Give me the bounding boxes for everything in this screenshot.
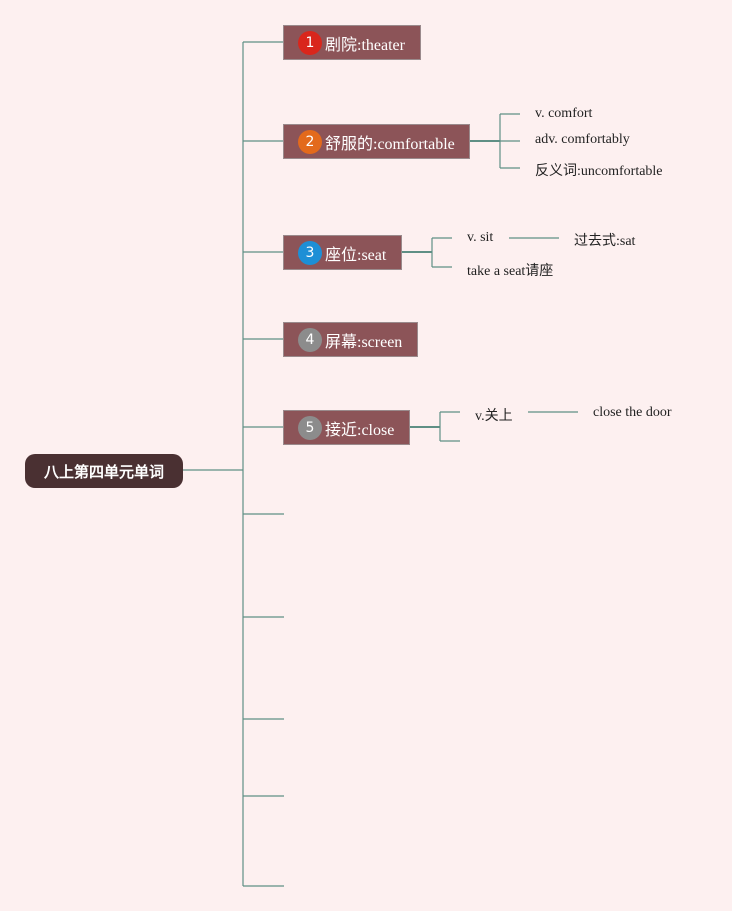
topic-close[interactable]: 5 接近:close: [283, 410, 410, 445]
leaf-v-sit[interactable]: v. sit: [467, 230, 494, 245]
number-4-icon: 4: [298, 327, 322, 352]
number-5-icon: 5: [298, 415, 322, 440]
topic-theater[interactable]: 1 剧院:theater: [283, 25, 421, 60]
topic-label: 舒服的:comfortable: [325, 135, 455, 153]
topic-label: 剧院:theater: [325, 36, 405, 54]
leaf-close-the-door[interactable]: close the door: [593, 405, 672, 420]
leaf-take-a-seat[interactable]: take a seat请座: [467, 264, 554, 279]
leaf-antonym-uncomfortable[interactable]: 反义词:uncomfortable: [535, 164, 663, 179]
leaf-adv-comfortably[interactable]: adv. comfortably: [535, 132, 630, 147]
topic-label: 座位:seat: [325, 246, 387, 264]
number-1-icon: 1: [298, 30, 322, 55]
root-node[interactable]: 八上第四单元单词: [25, 454, 183, 488]
number-3-icon: 3: [298, 240, 322, 265]
leaf-v-comfort[interactable]: v. comfort: [535, 106, 593, 121]
topic-screen[interactable]: 4 屏幕:screen: [283, 322, 418, 357]
leaf-past-tense-sat[interactable]: 过去式:sat: [574, 234, 636, 249]
topic-label: 屏幕:screen: [325, 333, 403, 351]
topic-seat[interactable]: 3 座位:seat: [283, 235, 402, 270]
topic-comfortable[interactable]: 2 舒服的:comfortable: [283, 124, 470, 159]
root-label: 八上第四单元单词: [43, 462, 164, 481]
topic-label: 接近:close: [325, 421, 395, 439]
leaf-v-close[interactable]: v.关上: [475, 409, 513, 424]
number-2-icon: 2: [298, 129, 322, 154]
